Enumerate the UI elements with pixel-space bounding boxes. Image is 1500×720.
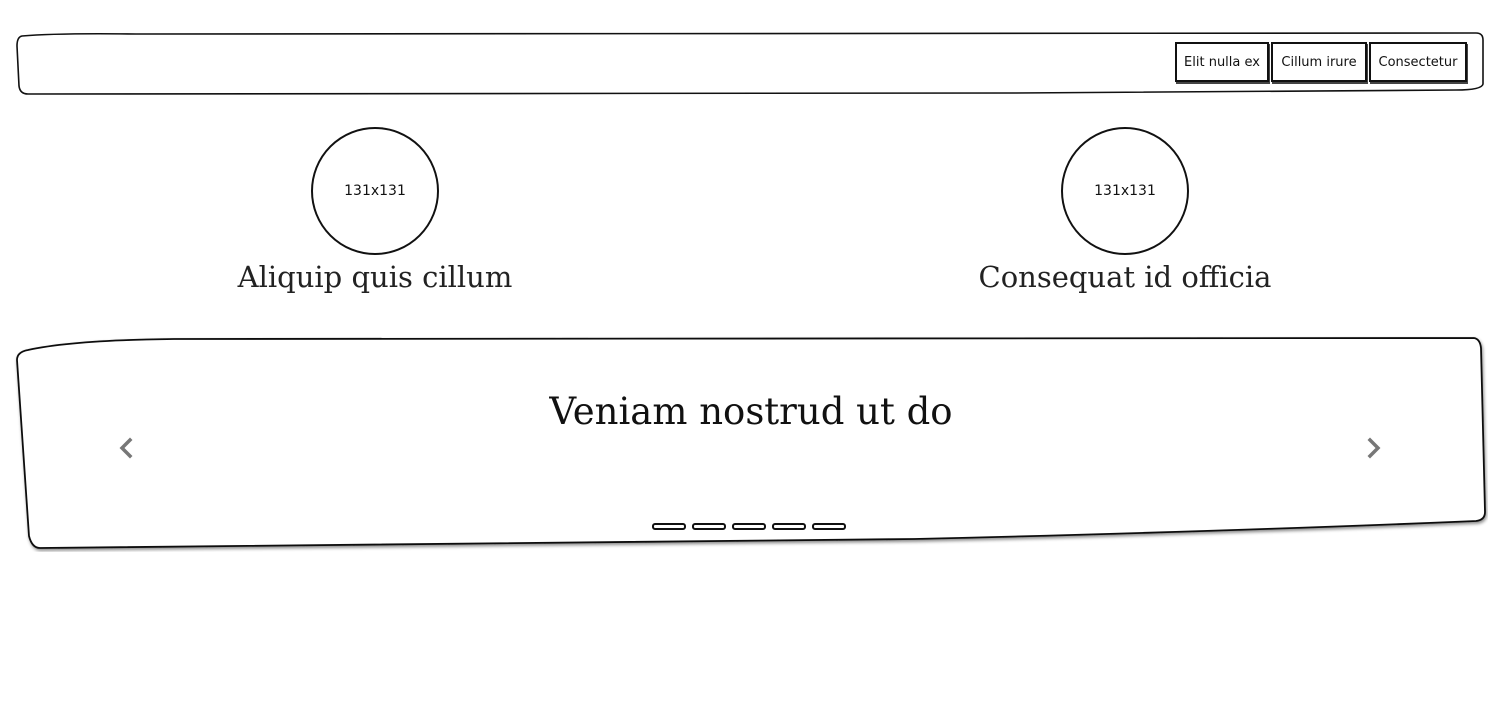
nav-button-group: Elit nulla ex Cillum irure Consectetur bbox=[1175, 42, 1467, 82]
carousel-title: Veniam nostrud ut do bbox=[549, 390, 953, 433]
carousel-indicator-2[interactable] bbox=[692, 523, 726, 530]
feature-card-left: 131x131 Aliquip quis cillum bbox=[225, 127, 525, 297]
carousel-indicators bbox=[652, 523, 846, 530]
feature-image-placeholder: 131x131 bbox=[1061, 127, 1189, 255]
nav-button-consectetur[interactable]: Consectetur bbox=[1369, 42, 1467, 82]
header-frame bbox=[16, 32, 1484, 95]
feature-card-right: 131x131 Consequat id officia bbox=[975, 127, 1275, 297]
carousel-indicator-5[interactable] bbox=[812, 523, 846, 530]
chevron-right-icon bbox=[1367, 437, 1381, 459]
carousel-indicator-1[interactable] bbox=[652, 523, 686, 530]
carousel-indicator-4[interactable] bbox=[772, 523, 806, 530]
carousel-indicator-3[interactable] bbox=[732, 523, 766, 530]
carousel: Veniam nostrud ut do bbox=[14, 336, 1488, 552]
feature-image-placeholder: 131x131 bbox=[311, 127, 439, 255]
header-bar: Elit nulla ex Cillum irure Consectetur bbox=[16, 32, 1484, 96]
carousel-next-button[interactable] bbox=[1361, 436, 1385, 460]
nav-button-cillum-irure[interactable]: Cillum irure bbox=[1271, 42, 1367, 82]
nav-button-elit-nulla-ex[interactable]: Elit nulla ex bbox=[1175, 42, 1269, 82]
chevron-left-icon bbox=[119, 437, 133, 459]
feature-title: Consequat id officia bbox=[978, 260, 1272, 294]
feature-title: Aliquip quis cillum bbox=[237, 260, 513, 294]
carousel-frame bbox=[16, 337, 1486, 549]
carousel-prev-button[interactable] bbox=[115, 436, 139, 460]
